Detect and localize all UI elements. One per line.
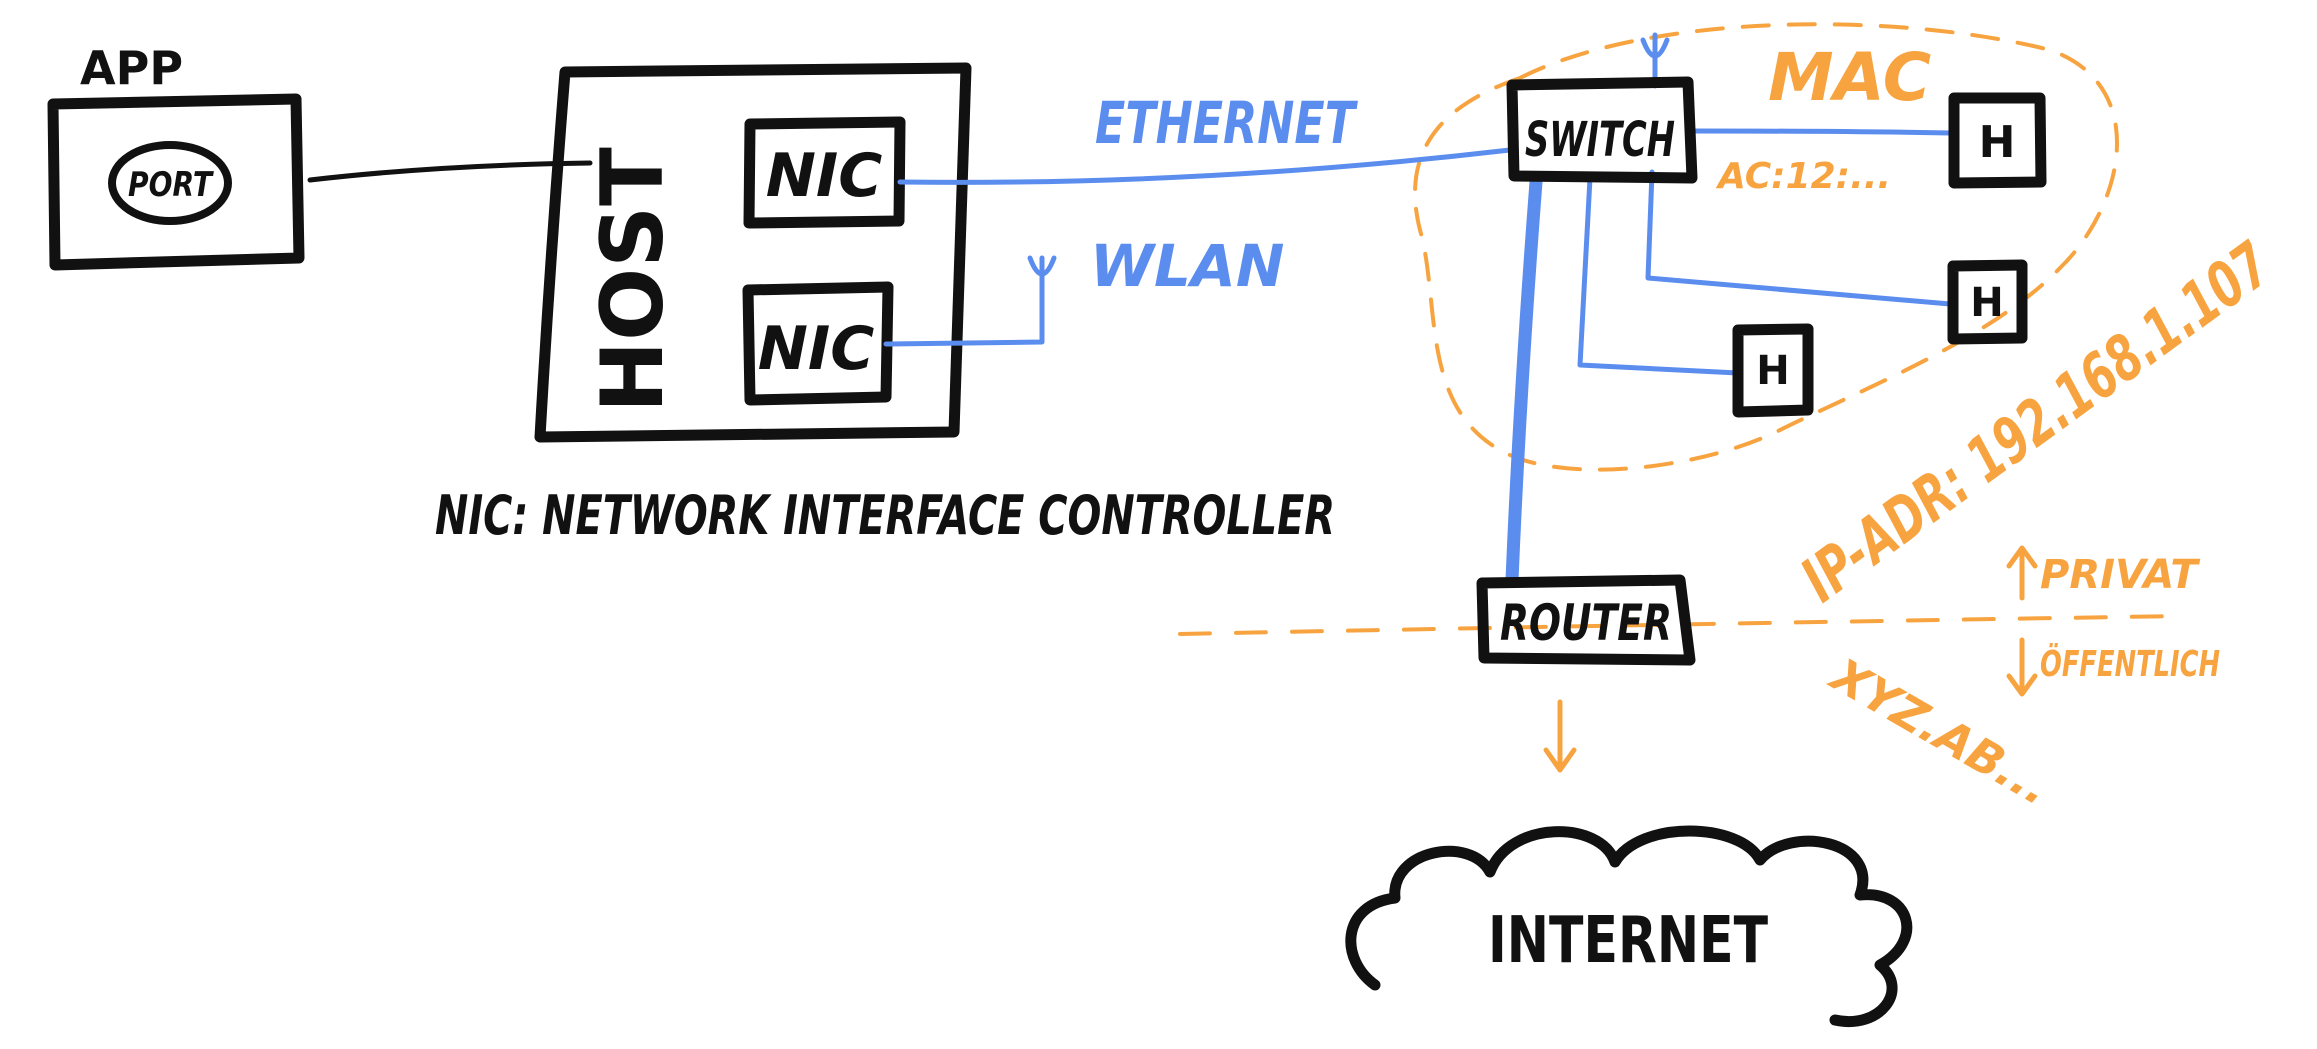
ip-address-label: IP-ADR: 192.168.1.107	[1788, 228, 2284, 617]
wlan-link	[883, 279, 1045, 347]
nic-wlan-label: NIC	[758, 314, 875, 384]
app-host-link	[307, 160, 593, 183]
switch-to-host-b-link	[1645, 169, 1953, 307]
host-box: HOST	[534, 62, 972, 443]
host-b-label: H	[1970, 280, 2003, 326]
switch-to-host-a-link	[1687, 128, 1953, 136]
oeffentlich-marker: ÖFFENTLICH	[2006, 637, 2220, 697]
oeffentlich-label: ÖFFENTLICH	[2040, 643, 2220, 685]
wlan-antenna-icon	[1027, 255, 1057, 288]
wlan-label: WLAN	[1090, 232, 1284, 300]
host-a-box: H	[1948, 92, 2047, 189]
internet-cloud: INTERNET	[1345, 825, 1913, 1027]
nic-wlan-box: NIC	[742, 281, 894, 406]
privat-marker: PRIVAT	[2006, 545, 2200, 601]
switch-label: SWITCH	[1525, 112, 1675, 168]
private-public-boundary	[1178, 614, 2182, 636]
switch-to-host-c-link	[1577, 175, 1741, 376]
host-c-label: H	[1756, 348, 1789, 394]
host-label: HOST	[583, 147, 683, 413]
switch-box: SWITCH	[1506, 76, 1698, 184]
host-a-label: H	[1979, 117, 2016, 168]
port-label: PORT	[128, 165, 214, 205]
nic-ethernet-box: NIC	[743, 116, 906, 229]
app-label: APP	[80, 41, 183, 95]
app-box: APP	[47, 41, 305, 271]
ethernet-label: ETHERNET	[1095, 89, 1358, 157]
mac-example-label: AC:12:...	[1715, 156, 1891, 197]
host-b-box: H	[1947, 259, 2028, 345]
nic-definition-note: NIC: NETWORK INTERFACE CONTROLLER	[435, 484, 1335, 547]
port-circle: PORT	[108, 141, 232, 225]
switch-to-router-uplink	[1505, 175, 1543, 587]
up-arrow-icon	[2006, 545, 2038, 601]
router-to-internet-arrow-icon	[1543, 699, 1577, 773]
internet-label: INTERNET	[1488, 904, 1768, 978]
router-label: ROUTER	[1500, 594, 1672, 652]
mac-domain-outline	[1413, 22, 2119, 472]
router-box: ROUTER	[1476, 574, 1696, 666]
ethernet-cable	[897, 147, 1513, 185]
privat-label: PRIVAT	[2040, 552, 2200, 598]
mac-label: MAC	[1768, 39, 1931, 116]
down-arrow-icon	[2006, 637, 2038, 697]
nic-ethernet-label: NIC	[766, 141, 883, 211]
host-c-box: H	[1732, 323, 1814, 418]
